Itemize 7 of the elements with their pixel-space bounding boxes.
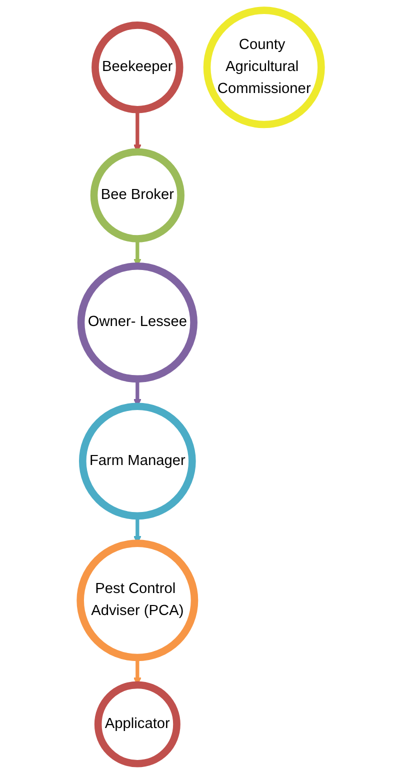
- node-circle: Owner- Lessee: [78, 262, 198, 383]
- node-circle: Pest Control Adviser (PCA): [76, 540, 198, 662]
- node-circle: Applicator: [94, 681, 181, 768]
- node-circle: Farm Manager: [79, 402, 196, 520]
- node-circle: Bee Broker: [90, 148, 185, 242]
- node-circle: County Agricultural Commissioner: [204, 6, 326, 128]
- node-circle: Beekeeper: [92, 22, 184, 114]
